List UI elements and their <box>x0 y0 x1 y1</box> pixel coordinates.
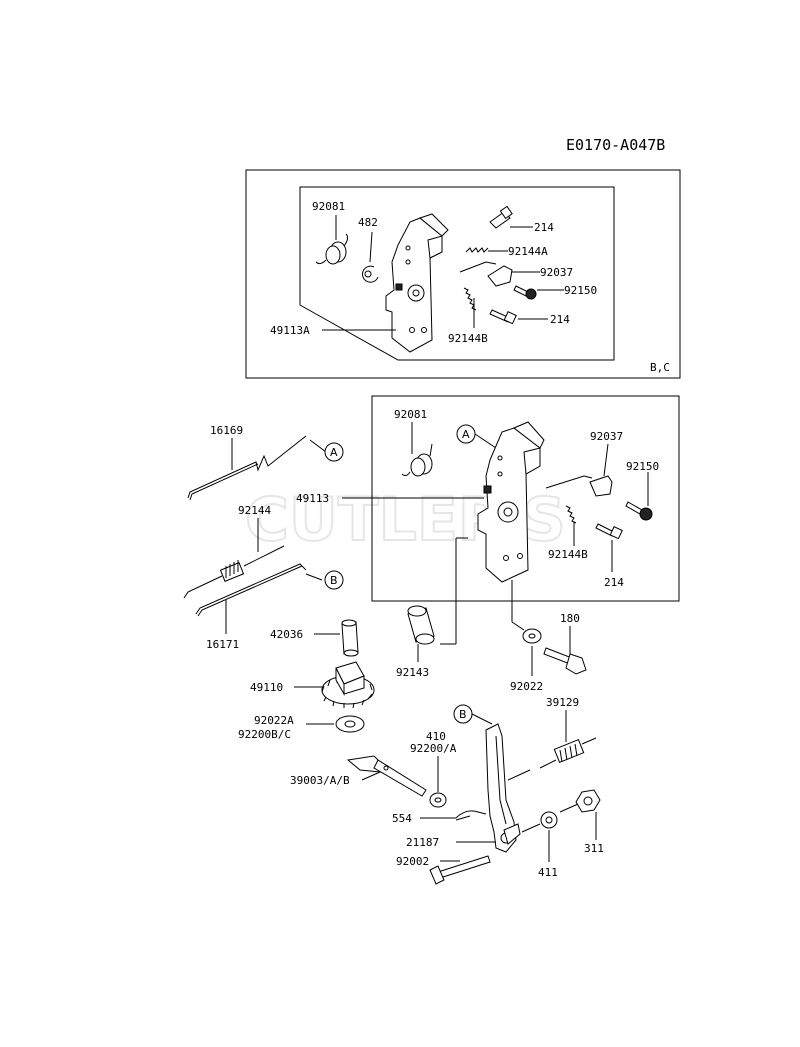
label-554: 554 <box>392 812 412 825</box>
nut-311 <box>575 789 601 813</box>
label-214-mid: 214 <box>604 576 624 589</box>
top-assembly-frame <box>299 186 615 361</box>
callout-b-left-text: B <box>330 574 338 587</box>
label-482: 482 <box>358 216 378 229</box>
callout-a-left-text: A <box>330 446 338 459</box>
label-214-top2: 214 <box>550 313 570 326</box>
label-92150-mid: 92150 <box>626 460 659 473</box>
label-92150-top: 92150 <box>564 284 597 297</box>
lever-21187 <box>485 723 521 853</box>
label-92200A: 92200/A <box>410 742 457 755</box>
spring-92144B-top <box>463 287 477 311</box>
rod-16171 <box>195 563 307 617</box>
pin-554 <box>455 810 487 821</box>
bolt-214-top1 <box>489 205 513 229</box>
washer-411 <box>540 811 558 829</box>
label-42036: 42036 <box>270 628 303 641</box>
label-39003: 39003/A/B <box>290 774 350 787</box>
label-39129: 39129 <box>546 696 579 709</box>
diagram-code: E0170-A047B <box>566 136 665 154</box>
bolt-92150-mid <box>625 501 653 521</box>
callout-b-left <box>324 570 344 590</box>
box-note: B,C <box>650 361 670 374</box>
collar-92143 <box>407 605 435 645</box>
label-21187: 21187 <box>406 836 439 849</box>
callout-b-lower-text: B <box>459 708 467 721</box>
callout-a-left <box>324 442 344 462</box>
label-49110: 49110 <box>250 681 283 694</box>
spring-92144A <box>465 247 489 253</box>
gear-49110 <box>321 661 375 709</box>
bolt-92150-top <box>513 285 537 300</box>
label-92037-mid: 92037 <box>590 430 623 443</box>
bracket-92037-mid <box>545 475 613 497</box>
spring-92144 <box>183 545 285 599</box>
label-92144A: 92144A <box>508 245 548 258</box>
label-92081-mid: 92081 <box>394 408 427 421</box>
rod-16169 <box>187 435 307 501</box>
label-92002: 92002 <box>396 855 429 868</box>
spring-39129 <box>507 737 597 781</box>
label-92144B-top: 92144B <box>448 332 488 345</box>
label-16169: 16169 <box>210 424 243 437</box>
clip-482 <box>362 265 379 283</box>
label-410: 410 <box>426 730 446 743</box>
bolt-92002 <box>429 855 491 885</box>
bolt-214-top2 <box>489 309 517 325</box>
label-311: 311 <box>584 842 604 855</box>
label-180: 180 <box>560 612 580 625</box>
label-92081-top: 92081 <box>312 200 345 213</box>
washer-410 <box>429 792 447 808</box>
washer-92022 <box>522 628 542 644</box>
callout-a-mid-text: A <box>462 428 470 441</box>
washer-92022A <box>335 715 365 733</box>
shaft-39003 <box>346 755 427 797</box>
label-214-top1: 214 <box>534 221 554 234</box>
label-92143: 92143 <box>396 666 429 679</box>
label-16171: 16171 <box>206 638 239 651</box>
label-411: 411 <box>538 866 558 879</box>
bracket-92037-top <box>459 261 513 287</box>
label-49113: 49113 <box>296 492 329 505</box>
control-plate-49113 <box>477 421 545 583</box>
label-92200BC: 92200B/C <box>238 728 291 741</box>
label-92144B-mid: 92144B <box>548 548 588 561</box>
bolt-214-mid <box>595 523 623 540</box>
control-plate-49113A <box>385 213 449 353</box>
spring-92081-mid <box>401 443 433 477</box>
variant-box-bc <box>245 169 681 379</box>
bolt-180 <box>543 647 587 675</box>
label-92022A: 92022A <box>254 714 294 727</box>
label-92144: 92144 <box>238 504 271 517</box>
label-92037-top: 92037 <box>540 266 573 279</box>
spring-92144B-mid <box>565 505 577 524</box>
label-92022: 92022 <box>510 680 543 693</box>
label-49113A: 49113A <box>270 324 310 337</box>
cap-42036 <box>341 619 359 657</box>
spring-92081-top <box>315 233 349 265</box>
